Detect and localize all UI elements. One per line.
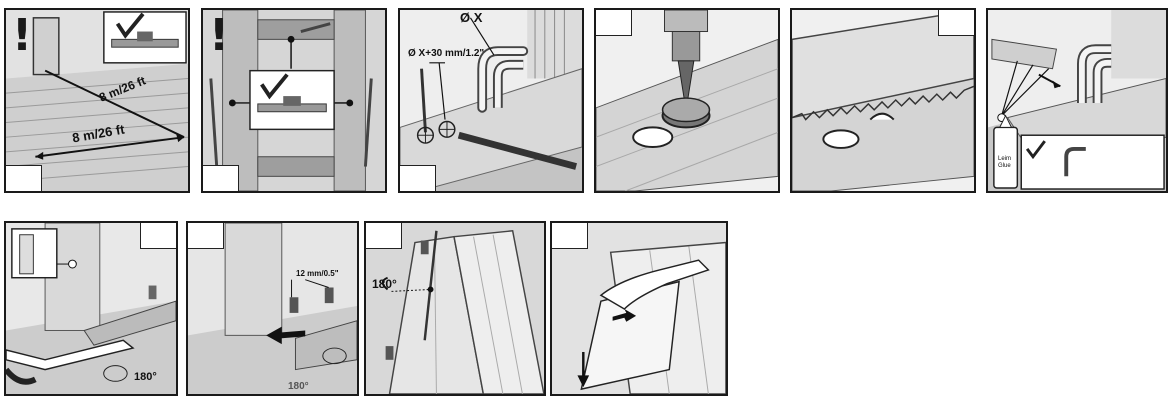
step-number-box [366,223,402,249]
step-panel-tilt-board [550,221,728,396]
step-number-box [596,10,632,36]
step-number-box [203,165,239,191]
saw-cut-illustration [792,10,974,191]
step-number-box [6,165,42,191]
step-number-box [140,223,176,249]
pipe-diameter-illustration [400,10,582,191]
step-panel-pipe-diameter: Ø X Ø X+30 mm/1.2" [398,8,584,193]
warning-icon: ! [12,14,32,58]
drill-hole-illustration [596,10,778,191]
step-number-box [938,10,974,36]
step-number-box [400,165,436,191]
rotation-label: 180° [372,277,397,291]
door-inset [12,229,57,278]
step-panel-rotate-board: 180° [364,221,546,396]
step-panel-measure-room: ! 8 m/26 ft 8 m/26 ft [4,8,190,193]
step-number-box [552,223,588,249]
step-number-box [188,223,224,249]
pipe-diameter-label: Ø X [460,10,482,25]
rotation-label: 180° [288,381,309,392]
step-panel-drill-hole [594,8,780,193]
warning-icon: ! [209,14,229,58]
step-panel-glue-cutout: Leim Glue [986,8,1168,193]
step-panel-doorway-transitions: ! [201,8,387,193]
step-panel-slide-under-frame: 12 mm/0.5" 180° [186,221,359,396]
rotation-label: 180° [134,371,157,383]
step-panel-saw-cut [790,8,976,193]
glue-cutout-illustration [988,10,1166,191]
doorway-transition-illustration [203,10,385,191]
room-measure-illustration [6,10,188,191]
step-panel-door-frame-undercut: 180° [4,221,178,396]
hole-diameter-label: Ø X+30 mm/1.2" [408,48,484,59]
gap-label: 12 mm/0.5" [296,269,338,278]
glue-bottle-label: Leim Glue [998,156,1011,170]
